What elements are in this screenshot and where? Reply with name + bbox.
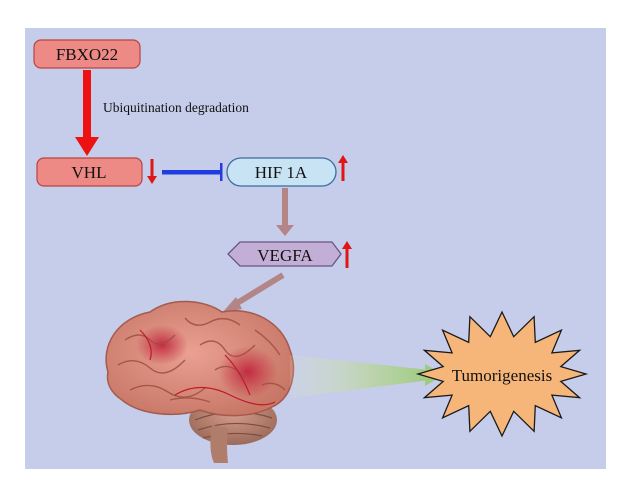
node-vhl: VHL	[36, 157, 143, 187]
arrow-vegfa-to-brain	[222, 272, 285, 313]
inhibition-vhl-hif1a	[162, 163, 223, 181]
brain-icon	[105, 300, 295, 463]
node-vegfa-label: VEGFA	[257, 246, 313, 265]
node-fbxo22-label: FBXO22	[56, 45, 118, 64]
node-tumorigenesis-label: Tumorigenesis	[452, 366, 552, 385]
vhl-down-arrow-icon	[147, 159, 157, 184]
hif1a-up-arrow-icon	[338, 155, 348, 181]
node-vegfa: VEGFA	[227, 241, 342, 267]
arrow-fbxo22-to-vhl	[75, 70, 99, 156]
starburst-icon	[415, 310, 589, 438]
arrow-hif1a-to-vegfa	[276, 188, 294, 236]
node-fbxo22: FBXO22	[33, 39, 141, 69]
node-hif1a-label: HIF 1A	[255, 163, 308, 182]
node-hif1a: HIF 1A	[226, 157, 337, 187]
edge-label-ubiquitination: Ubiquitination degradation	[103, 100, 249, 115]
node-vhl-label: VHL	[72, 163, 107, 182]
vegfa-up-arrow-icon	[342, 241, 352, 268]
